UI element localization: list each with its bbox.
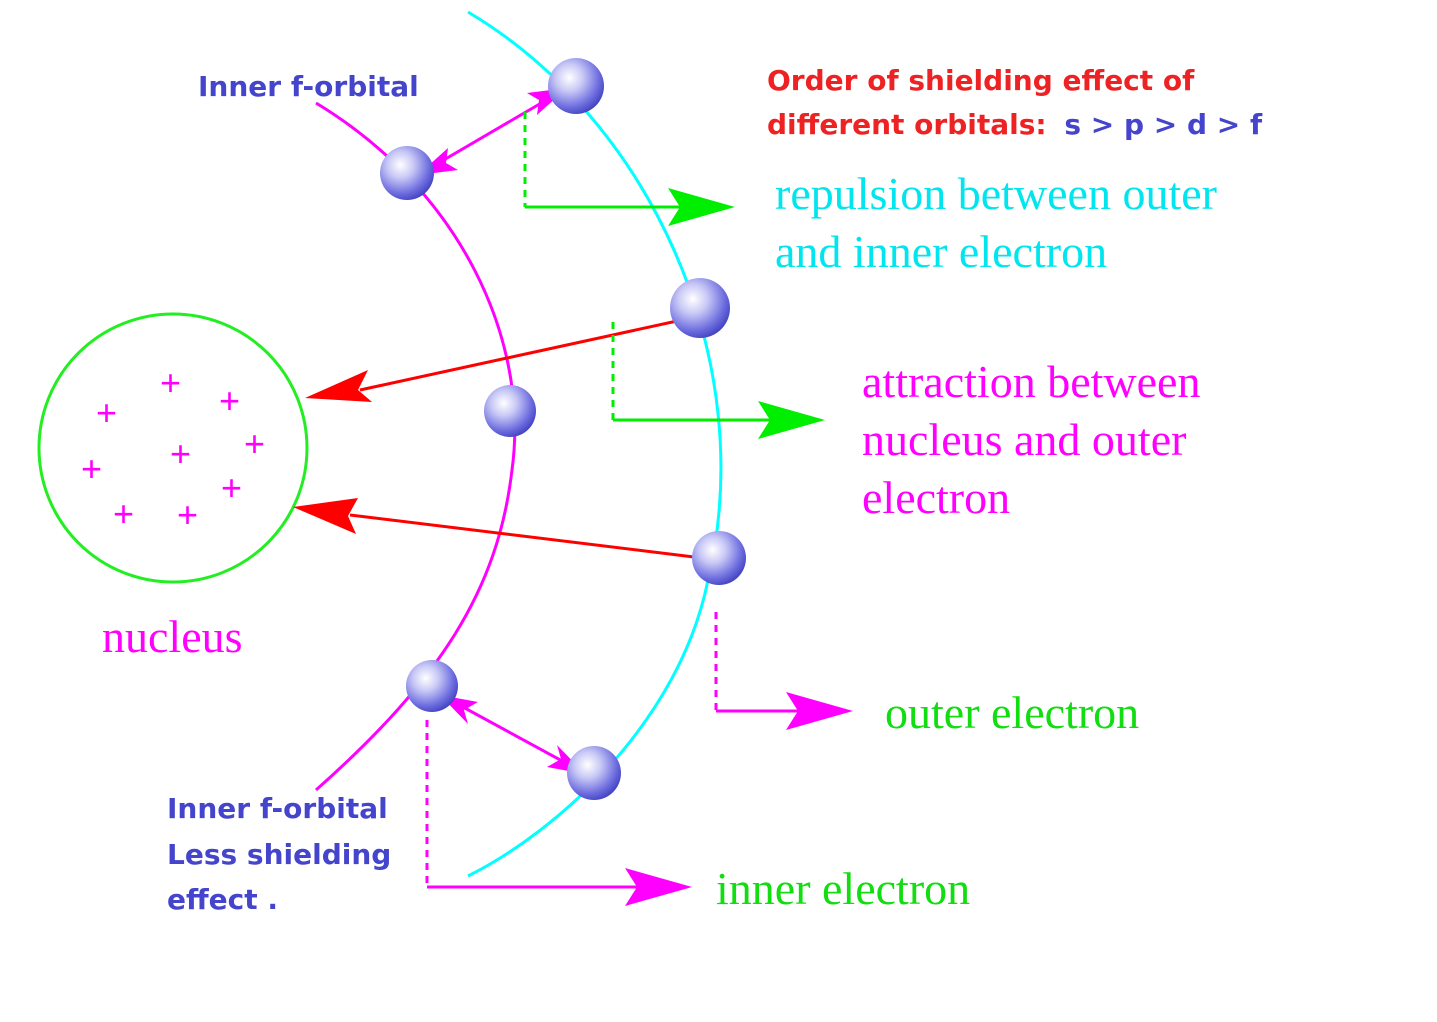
order-line-1: Order of shielding effect of bbox=[767, 64, 1195, 97]
positive-charge: + bbox=[244, 423, 265, 464]
inner-f-orbital-label-bottom-2: Less shielding bbox=[167, 838, 391, 871]
nucleus bbox=[37, 312, 309, 584]
positive-charge: + bbox=[160, 362, 181, 403]
attraction-label-line-3: electron bbox=[862, 472, 1010, 523]
nucleus-charges: + + + + + + + + + + bbox=[81, 362, 265, 535]
order-sequence: s > p > d > f bbox=[1064, 108, 1263, 141]
positive-charge: + bbox=[177, 494, 198, 535]
positive-charge: + bbox=[221, 467, 242, 508]
attraction-label-line-1: attraction between bbox=[862, 356, 1200, 407]
repulsion-pointer bbox=[523, 112, 735, 226]
inner-electron bbox=[406, 660, 458, 712]
inner-electron bbox=[484, 385, 536, 437]
attraction-label-line-2: nucleus and outer bbox=[862, 414, 1186, 465]
outer-electron bbox=[692, 531, 746, 585]
inner-electron-label: inner electron bbox=[716, 863, 970, 914]
order-line-2: different orbitals: s > p > d > f bbox=[767, 108, 1263, 141]
positive-charge: + bbox=[96, 392, 117, 433]
positive-charge: + bbox=[113, 493, 134, 534]
attraction-arrow-upper bbox=[305, 314, 701, 402]
inner-f-orbital-label-bottom-3: effect . bbox=[167, 883, 278, 916]
inner-electron bbox=[380, 146, 434, 200]
nucleus-label: nucleus bbox=[102, 611, 243, 662]
repulsion-arrow-top bbox=[418, 88, 567, 175]
repulsion-label-line-2: and inner electron bbox=[775, 226, 1107, 277]
outer-electron bbox=[567, 746, 621, 800]
repulsion-arrow-bottom bbox=[440, 695, 585, 774]
order-line-2-prefix: different orbitals: bbox=[767, 108, 1047, 141]
attraction-arrow-lower bbox=[293, 498, 695, 559]
outer-electron-label: outer electron bbox=[885, 687, 1139, 738]
outer-electron-pointer bbox=[714, 612, 853, 730]
attraction-pointer bbox=[611, 322, 825, 439]
outer-electron bbox=[670, 278, 730, 338]
positive-charge: + bbox=[81, 448, 102, 489]
inner-electron-pointer bbox=[425, 720, 692, 906]
positive-charge: + bbox=[170, 433, 191, 474]
outer-orbit bbox=[467, 10, 723, 878]
positive-charge: + bbox=[219, 380, 240, 421]
inner-f-orbital-label-bottom-1: Inner f-orbital bbox=[167, 792, 388, 825]
inner-f-orbital-label-top: Inner f-orbital bbox=[198, 70, 419, 103]
outer-electron bbox=[548, 58, 604, 114]
repulsion-label-line-1: repulsion between outer bbox=[775, 168, 1217, 219]
